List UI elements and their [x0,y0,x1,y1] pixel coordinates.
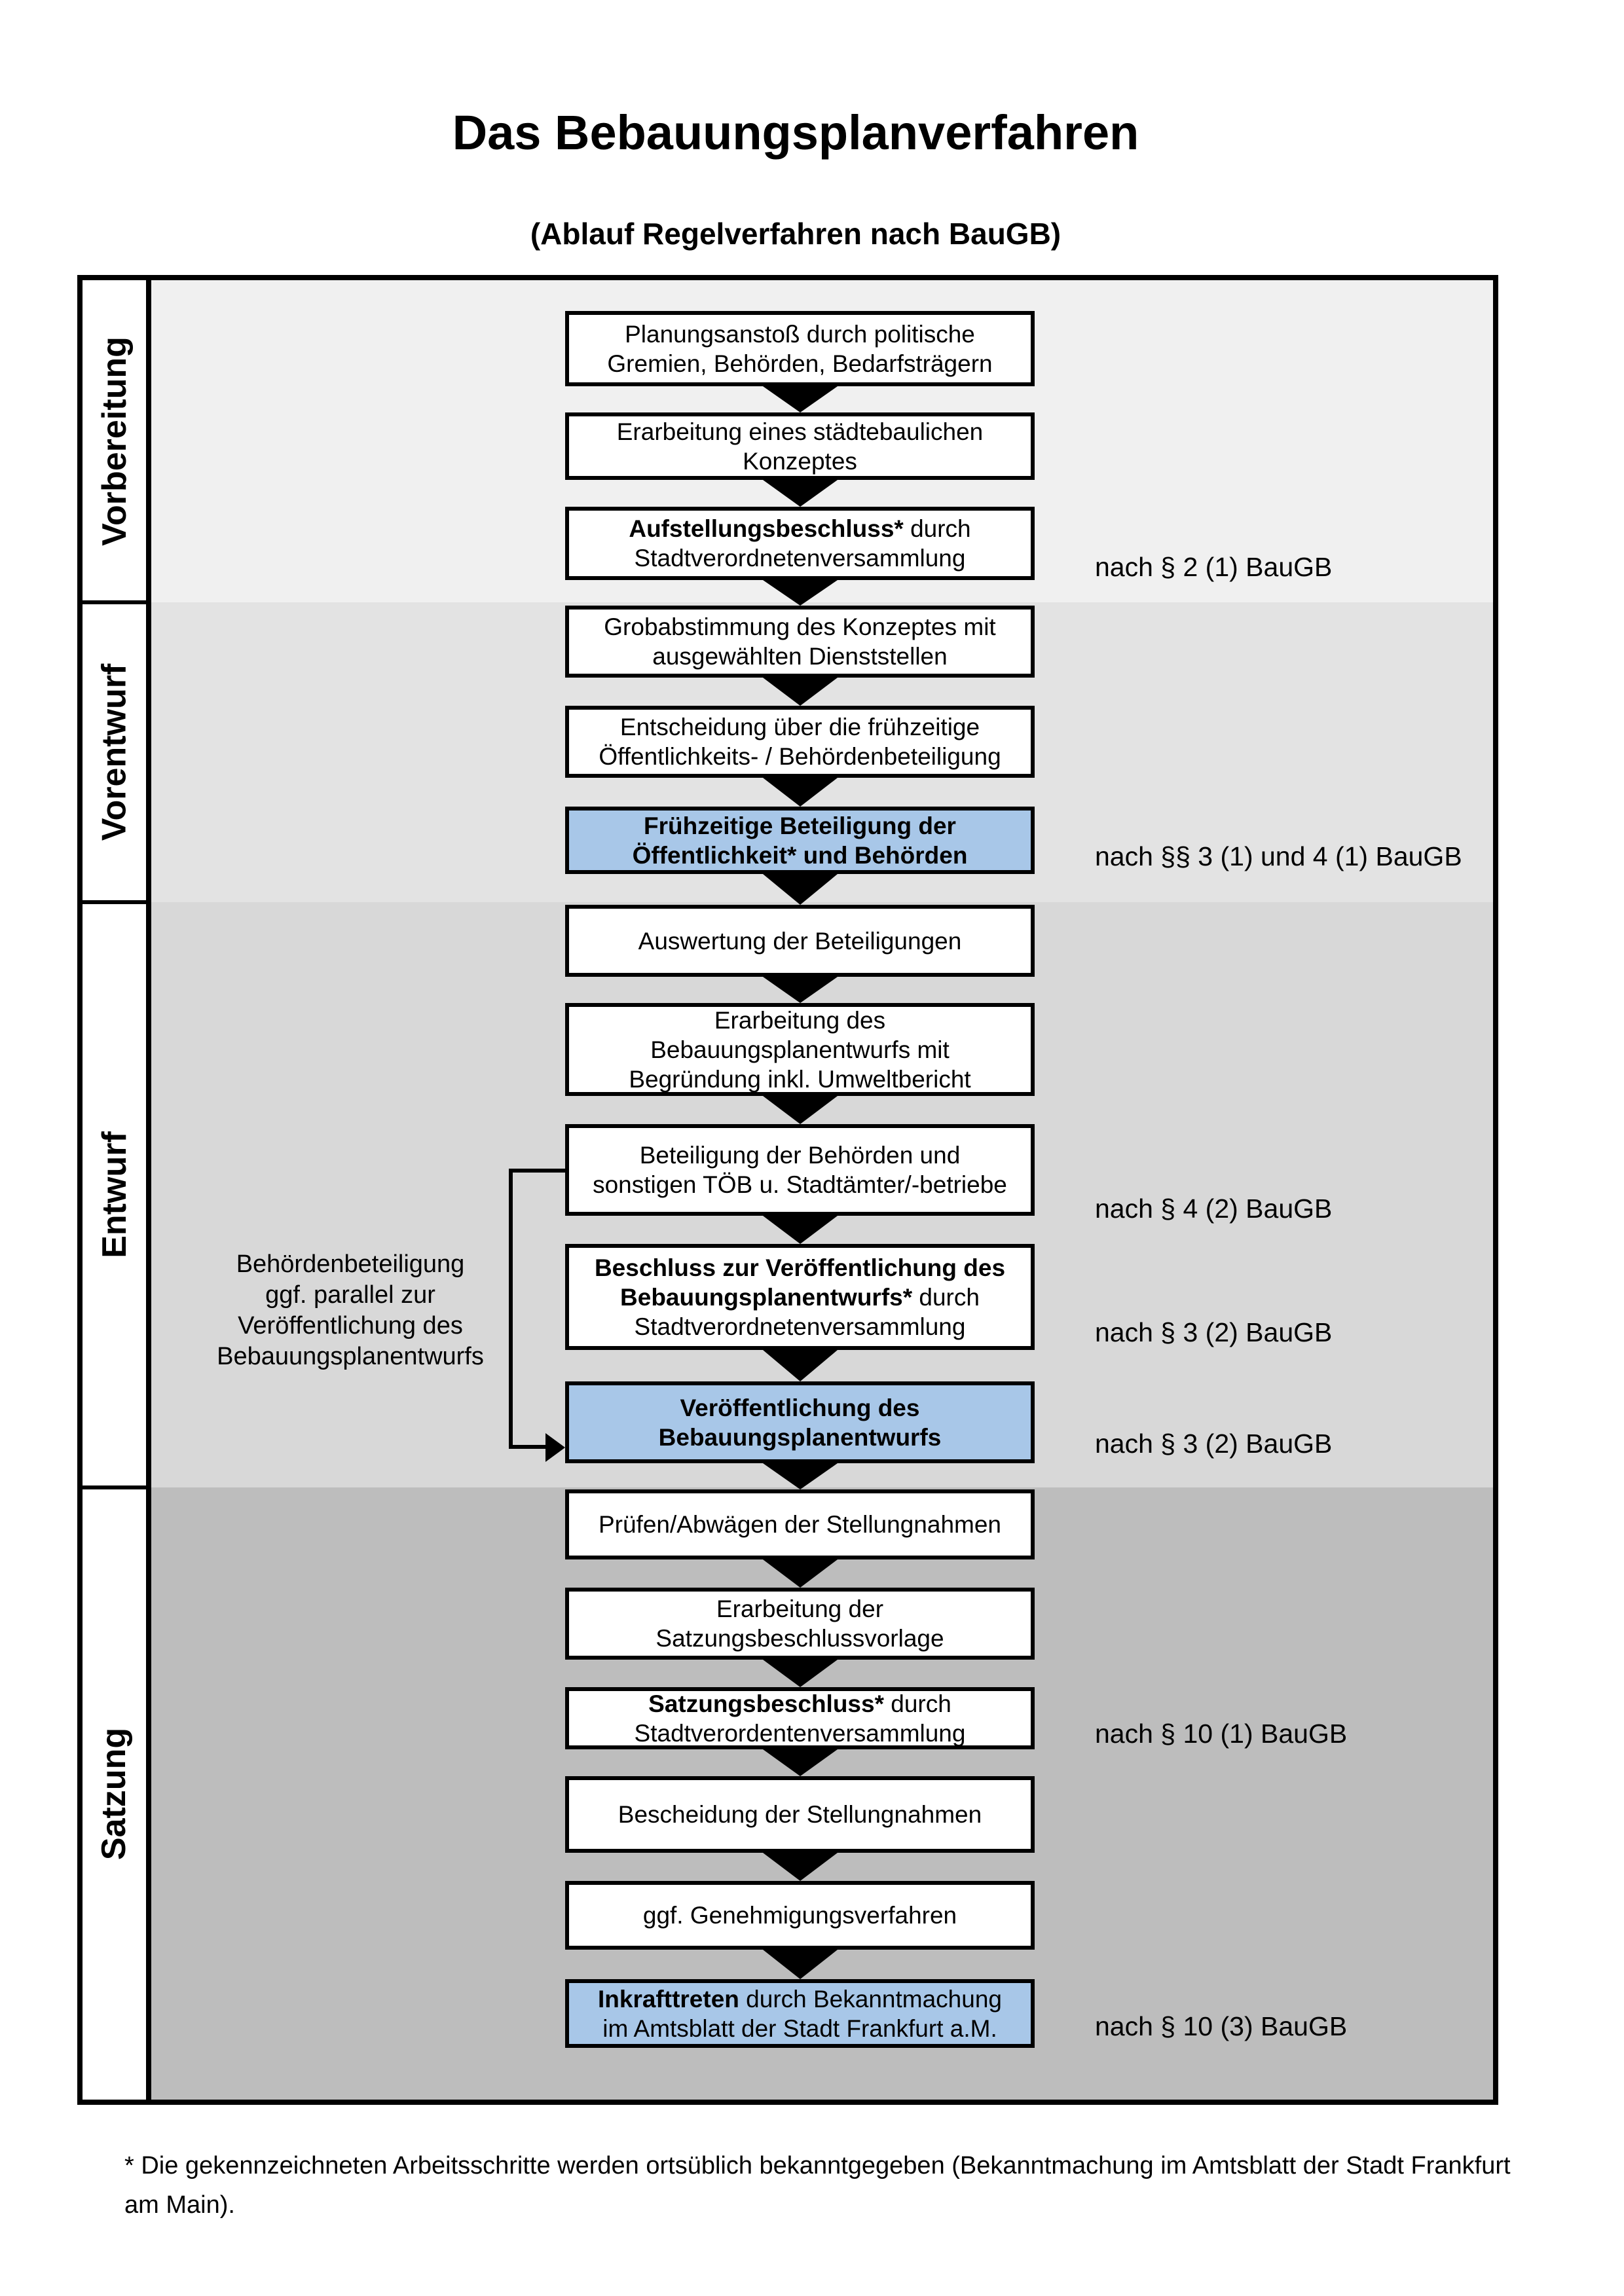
law-reference: nach § 4 (2) BauGB [1095,1194,1333,1224]
connector-line [509,1445,549,1449]
phase-divider-line [83,600,151,604]
arrow-down-icon [763,480,838,507]
phase-label-vorentwurf: Vorentwurf [83,602,146,902]
law-reference: nach §§ 3 (1) und 4 (1) BauGB [1095,841,1462,871]
flow-box-bescheidung: Bescheidung der Stellungnahmen [565,1776,1035,1853]
arrow-down-icon [763,1950,838,1979]
law-reference: nach § 2 (1) BauGB [1095,552,1333,582]
arrow-down-icon [763,1853,838,1881]
phase-label-text: Entwurf [95,1131,134,1258]
process-table: Vorbereitung Vorentwurf Entwurf Satzung … [77,275,1498,2105]
arrow-down-icon [763,1463,838,1489]
phase-label-text: Vorbereitung [95,337,134,546]
law-reference: nach § 10 (1) BauGB [1095,1719,1348,1749]
page-subtitle: (Ablauf Regelverfahren nach BauGB) [530,217,1061,251]
phase-label-text: Satzung [95,1727,134,1860]
arrow-right-icon [545,1433,565,1462]
phase-divider-line [83,1485,151,1489]
law-reference: nach § 3 (2) BauGB [1095,1429,1333,1459]
arrow-down-icon [763,977,838,1003]
law-reference: nach § 3 (2) BauGB [1095,1317,1333,1347]
arrow-down-icon [763,1216,838,1244]
process-table-inner: Vorbereitung Vorentwurf Entwurf Satzung … [83,280,1493,2100]
flow-box-pruefen-abwaegen: Prüfen/Abwägen der Stellungnahmen [565,1489,1035,1559]
law-reference: nach § 10 (3) BauGB [1095,2011,1348,2041]
page-title: Das Bebauungsplanverfahren [452,105,1139,160]
phase-column-divider [146,280,151,2100]
arrow-down-icon [763,1749,838,1776]
footnote: * Die gekennzeichneten Arbeitsschritte w… [124,2152,1511,2219]
arrow-down-icon [763,1096,838,1124]
flow-box-genehmigungsverfahren: ggf. Genehmigungsverfahren [565,1881,1035,1950]
phase-label-vorbereitung: Vorbereitung [83,280,146,602]
connector-line [509,1169,513,1449]
arrow-down-icon [763,1660,838,1687]
phase-label-satzung: Satzung [83,1487,146,2100]
connector-line [509,1169,569,1173]
arrow-down-icon [763,874,838,905]
arrow-down-icon [763,778,838,807]
arrow-down-icon [763,1559,838,1588]
arrow-down-icon [763,580,838,606]
phase-divider-line [83,900,151,904]
arrow-down-icon [763,1350,838,1381]
phase-label-text: Vorentwurf [95,663,134,841]
arrow-down-icon [763,386,838,412]
arrow-down-icon [763,678,838,706]
phase-label-entwurf: Entwurf [83,902,146,1487]
flow-box-auswertung: Auswertung der Beteiligungen [565,905,1035,977]
phase-column [83,280,146,2100]
